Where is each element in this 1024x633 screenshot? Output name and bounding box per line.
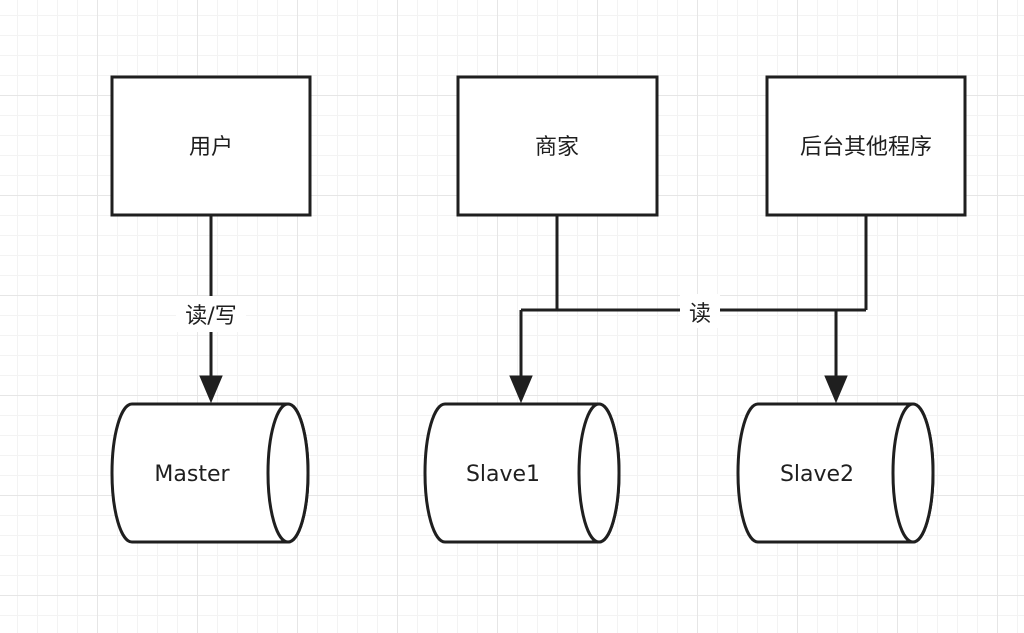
db-slave1-cap bbox=[577, 402, 621, 544]
db-master[interactable]: Master bbox=[110, 402, 310, 544]
node-merchant[interactable]: 商家 bbox=[456, 75, 659, 217]
edge-label-read-write: 读/写 bbox=[185, 304, 236, 329]
node-backend-box bbox=[765, 75, 967, 217]
db-slave2-label: Slave2 bbox=[780, 462, 854, 487]
db-master-cap bbox=[266, 402, 310, 544]
edge-label-read: 读 bbox=[689, 302, 711, 327]
db-slave1-label: Slave1 bbox=[466, 462, 540, 487]
node-backend-label: 后台其他程序 bbox=[800, 135, 932, 160]
db-slave2[interactable]: Slave2 bbox=[736, 402, 935, 544]
edge-label-bg bbox=[176, 296, 246, 332]
edge-read-to-slaves[interactable]: 读 bbox=[509, 216, 868, 404]
edge-user-to-master[interactable]: 读/写 bbox=[176, 216, 246, 404]
node-merchant-box bbox=[456, 75, 659, 217]
node-merchant-label: 商家 bbox=[535, 135, 579, 160]
node-user[interactable]: 用户 bbox=[110, 75, 312, 217]
db-slave2-cap bbox=[891, 402, 935, 544]
db-master-label: Master bbox=[154, 462, 230, 487]
arrow-to-slave2 bbox=[824, 375, 848, 404]
db-slave1[interactable]: Slave1 bbox=[423, 402, 621, 544]
arrow-to-slave1 bbox=[509, 375, 533, 404]
node-user-box bbox=[110, 75, 312, 217]
node-user-label: 用户 bbox=[189, 135, 233, 160]
node-backend[interactable]: 后台其他程序 bbox=[765, 75, 967, 217]
arrow-to-master bbox=[199, 375, 223, 404]
edge-label-bg bbox=[680, 294, 720, 328]
